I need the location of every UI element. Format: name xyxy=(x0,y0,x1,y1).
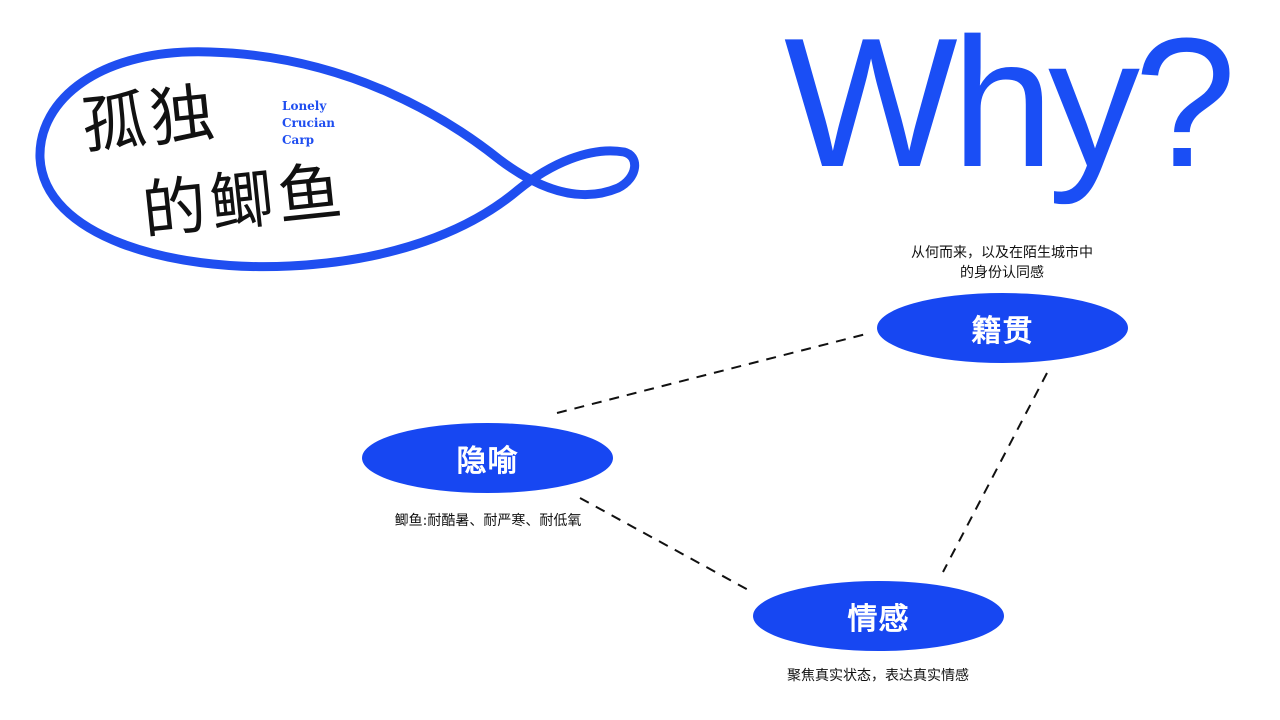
logo-subtitle-line: Carp xyxy=(282,133,315,147)
jiguan-description-line: 从何而来，以及在陌生城市中 xyxy=(911,245,1093,261)
logo-subtitle: Lonely Crucian Carp xyxy=(282,98,335,149)
fish-outline-icon xyxy=(35,47,639,272)
connector-jiguan-qinggan xyxy=(942,372,1048,573)
jiguan-description-line: 的身份认同感 xyxy=(960,265,1044,281)
qinggan-description: 聚焦真实状态，表达真实情感 xyxy=(758,666,998,686)
why-heading: Why? xyxy=(784,0,1236,205)
logo-subtitle-line: Lonely xyxy=(282,99,327,113)
yinyu-description: 鲫鱼:耐酷暑、耐严寒、耐低氧 xyxy=(368,511,608,531)
qinggan-description-line: 聚焦真实状态，表达真实情感 xyxy=(787,668,969,684)
node-qinggan: 情感 xyxy=(753,581,1004,651)
logo-title-line1: 孤独 xyxy=(78,76,222,164)
jiguan-description: 从何而来，以及在陌生城市中 的身份认同感 xyxy=(882,243,1122,283)
yinyu-description-line: 鲫鱼:耐酷暑、耐严寒、耐低氧 xyxy=(394,513,582,529)
connector-yinyu-jiguan xyxy=(556,332,871,414)
logo-subtitle-line: Crucian xyxy=(282,116,335,130)
logo: 孤独 的鲫鱼 Lonely Crucian Carp xyxy=(30,40,650,290)
node-yinyu: 隐喻 xyxy=(362,423,613,493)
connector-yinyu-qinggan xyxy=(579,497,753,593)
node-jiguan: 籍贯 xyxy=(877,293,1128,363)
